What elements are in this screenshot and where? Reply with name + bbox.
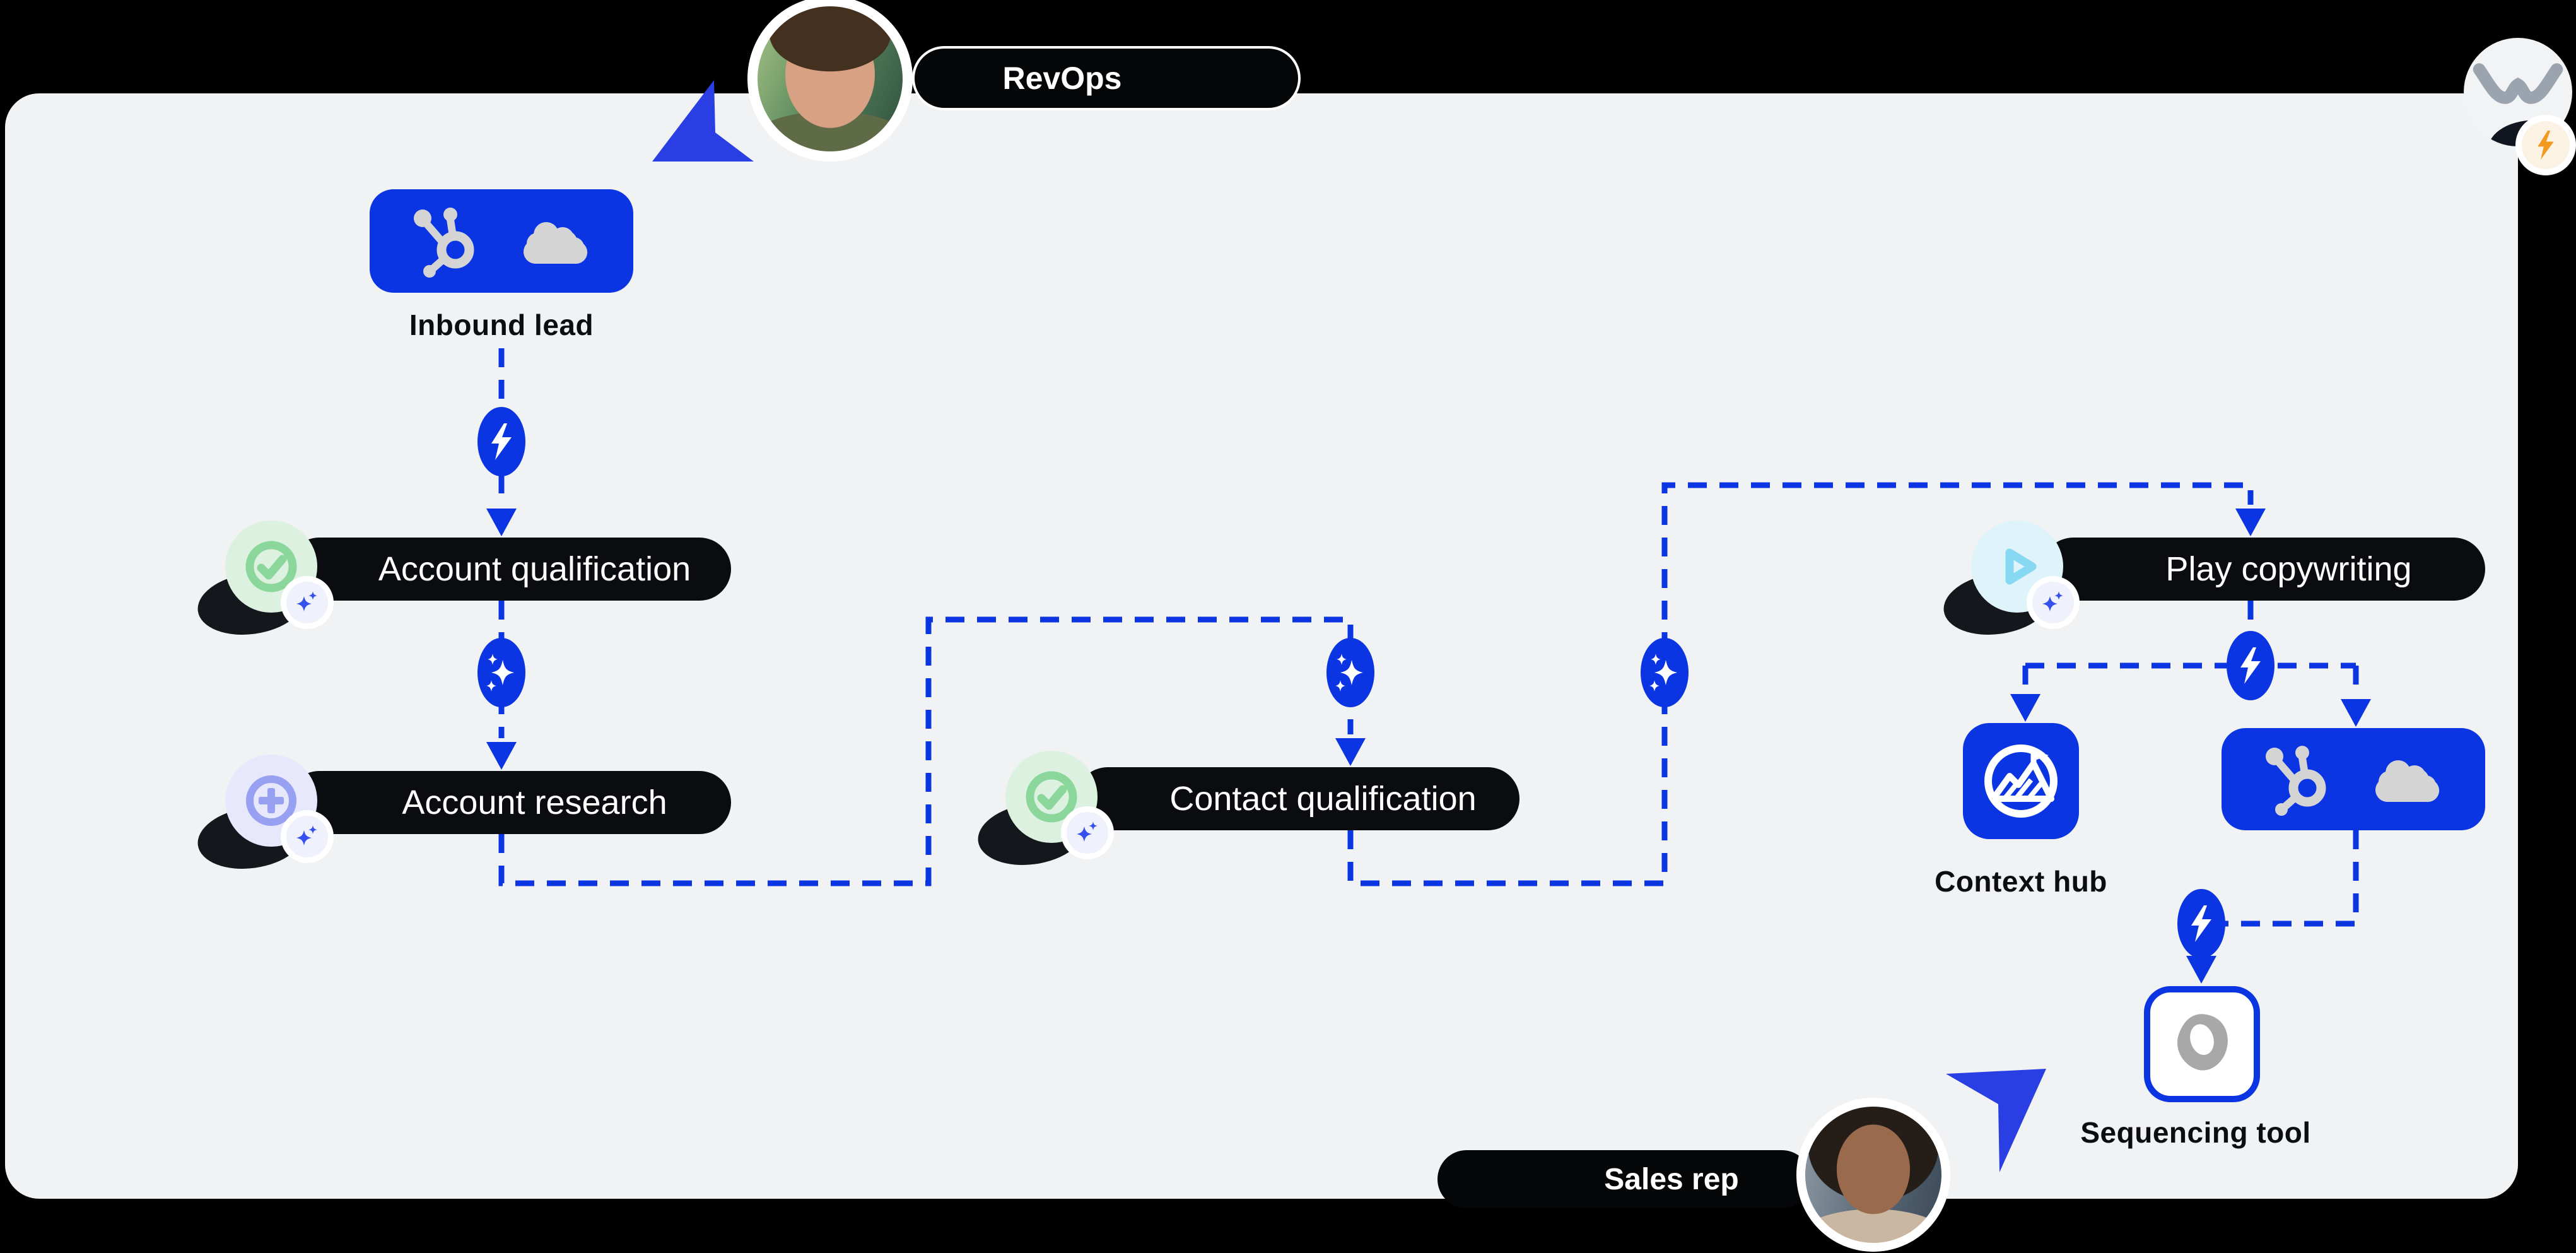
sparkle-ai-step-icon bbox=[1641, 638, 1689, 707]
play-copywriting-badge bbox=[1940, 521, 2080, 642]
step-contact-qualification[interactable]: Contact qualification bbox=[1076, 767, 1519, 830]
brand-lightning-badge bbox=[2515, 115, 2576, 175]
step-account-research[interactable]: Account research bbox=[288, 771, 731, 834]
revops-label-text: RevOps bbox=[1002, 61, 1122, 96]
ai-sparkle-icon bbox=[281, 810, 334, 863]
context-hub-logo-icon bbox=[1984, 744, 2058, 818]
revops-cursor-icon bbox=[652, 80, 754, 162]
salesforce-icon bbox=[524, 222, 588, 264]
context-hub-card[interactable] bbox=[1963, 723, 2079, 839]
step-play-copywriting[interactable]: Play copywriting bbox=[2042, 538, 2485, 601]
lightning-trigger-icon bbox=[2177, 889, 2225, 958]
salesrep-cursor-label: Sales rep bbox=[1437, 1150, 1811, 1208]
ai-sparkle-icon bbox=[1061, 806, 1114, 859]
contact-qualification-badge bbox=[974, 751, 1114, 872]
sparkle-ai-step-icon bbox=[1326, 638, 1374, 707]
lightning-trigger-icon bbox=[2227, 631, 2274, 700]
revops-cursor-label: RevOps bbox=[912, 46, 1301, 110]
connector-crm-to-sequencing bbox=[2198, 830, 2359, 952]
hubspot-icon bbox=[2266, 746, 2326, 816]
hubspot-icon bbox=[414, 208, 474, 278]
step-account-qualification[interactable]: Account qualification bbox=[288, 538, 731, 601]
salesrep-label-text: Sales rep bbox=[1604, 1162, 1739, 1196]
ai-sparkle-icon bbox=[2027, 576, 2080, 629]
crm-sync-card[interactable] bbox=[2222, 728, 2485, 830]
lightning-trigger-icon bbox=[477, 407, 525, 476]
outreach-icon bbox=[2177, 1014, 2228, 1071]
lightning-icon bbox=[2538, 131, 2554, 160]
step-label: Play copywriting bbox=[2165, 550, 2412, 588]
connector-research-to-contact-qualification bbox=[498, 616, 1354, 886]
inbound-lead-card[interactable] bbox=[370, 189, 633, 293]
account-research-badge bbox=[194, 755, 334, 876]
brand-w-icon bbox=[2473, 63, 2563, 104]
sparkle-ai-step-icon bbox=[477, 638, 525, 707]
connector-contact-qualification-to-play bbox=[1347, 482, 2254, 886]
step-label: Account research bbox=[402, 784, 667, 821]
ai-sparkle-icon bbox=[281, 576, 334, 629]
account-qualification-badge bbox=[194, 521, 334, 642]
revops-avatar bbox=[747, 0, 913, 162]
salesforce-icon bbox=[2375, 760, 2440, 803]
context-hub-label: Context hub bbox=[1935, 865, 2107, 898]
plus-icon bbox=[225, 755, 317, 847]
step-label: Contact qualification bbox=[1169, 780, 1477, 818]
salesrep-avatar bbox=[1796, 1098, 1950, 1252]
sequencing-tool-label: Sequencing tool bbox=[2080, 1116, 2311, 1149]
sequencing-tool-card[interactable] bbox=[2144, 986, 2260, 1102]
step-label: Account qualification bbox=[378, 550, 691, 588]
salesrep-cursor-icon bbox=[1946, 1069, 2046, 1172]
connector-arrowheads bbox=[486, 509, 2371, 984]
inbound-lead-label: Inbound lead bbox=[409, 309, 594, 341]
